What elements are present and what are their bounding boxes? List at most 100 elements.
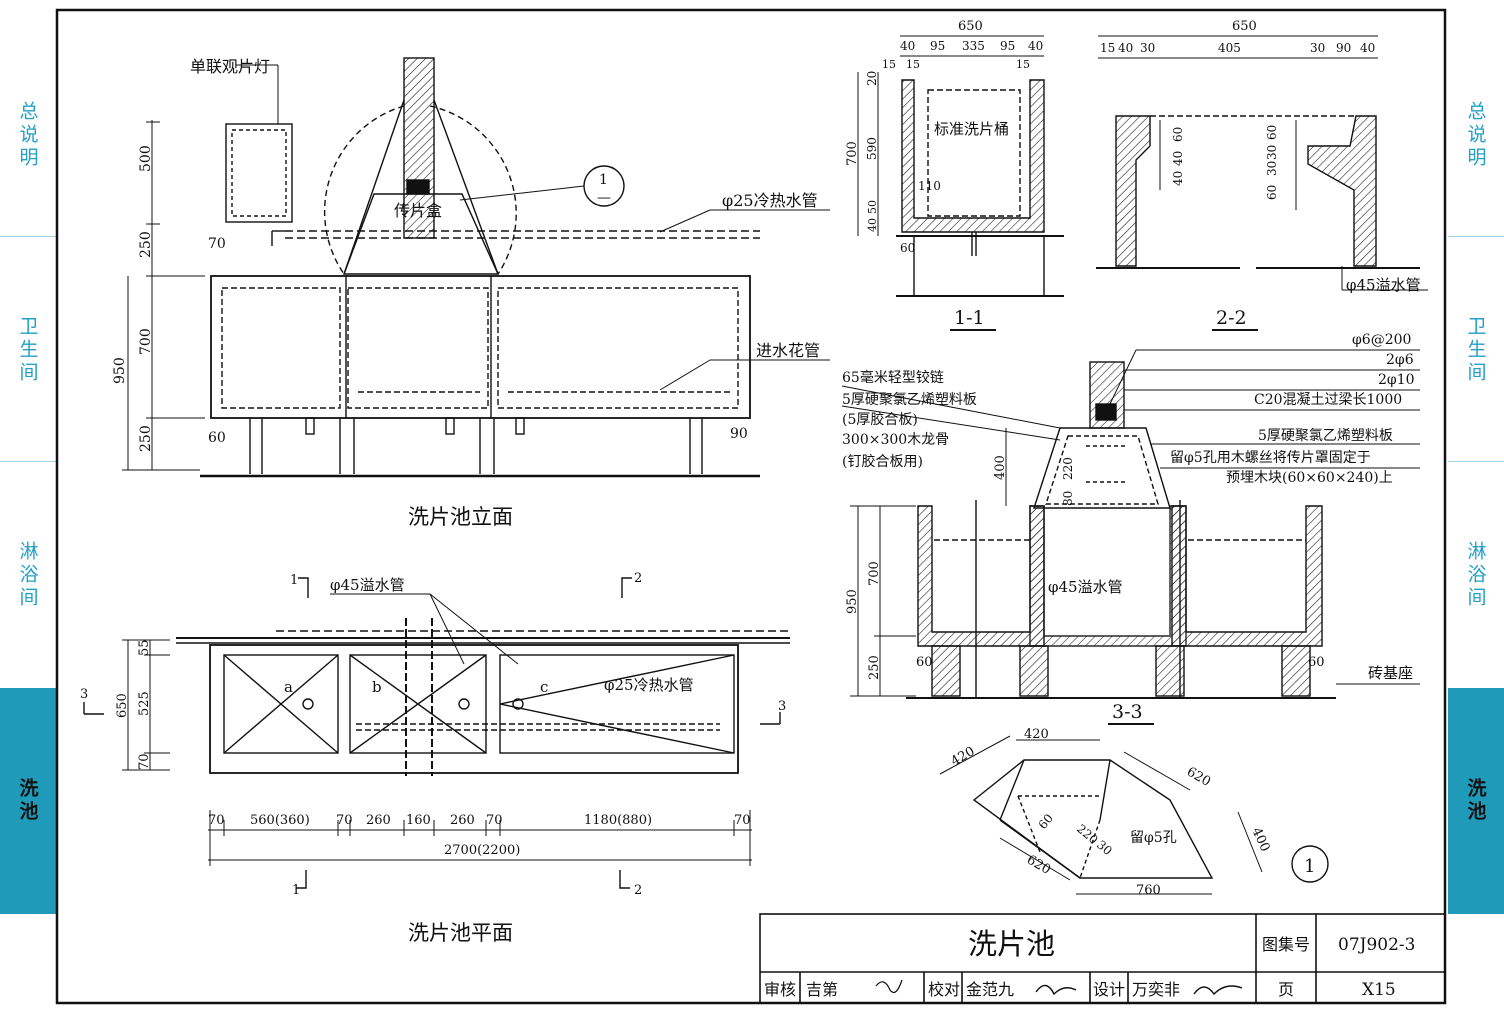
d1-dim-420b: 420 <box>1024 727 1049 742</box>
plan-view <box>83 577 790 889</box>
s33-dim-400: 400 <box>993 455 1008 480</box>
side-tab-general-right[interactable]: 总说明 <box>1464 100 1487 170</box>
s33-overflow-label: φ45溢水管 <box>1048 578 1123 596</box>
plan-section-mark-1b: 1 <box>292 883 300 898</box>
s33-label-rebar1: φ6@200 <box>1352 332 1411 348</box>
plan-dim-b8: 70 <box>734 813 751 828</box>
s33-dim-700: 700 <box>867 561 882 586</box>
s22-dim-r60b: 60 <box>1265 185 1279 200</box>
s11-dim-40a: 40 <box>900 39 915 53</box>
d1-dim-620b: 620 <box>1024 852 1053 877</box>
reviewer-name: 吉第 <box>806 980 838 999</box>
side-tab-general[interactable]: 总说明 <box>16 100 39 170</box>
atlas-label: 图集号 <box>1262 935 1310 954</box>
checker-name: 金范九 <box>966 980 1014 999</box>
elev-dim-60: 60 <box>208 430 226 446</box>
s22-dim-90: 90 <box>1336 41 1351 55</box>
side-tab-toilet-right[interactable]: 卫生间 <box>1464 315 1487 385</box>
plan-dim-total: 2700(2200) <box>444 843 520 858</box>
d1-dim-420a: 420 <box>949 744 978 769</box>
side-tab-shower[interactable]: 淋浴间 <box>16 540 39 610</box>
elev-dim-70: 70 <box>208 236 226 252</box>
right-side-tabs: 总说明 卫生间 淋浴间 洗池 <box>1448 0 1504 1014</box>
plan-dim-b0: 70 <box>208 813 225 828</box>
elevation-pipe-label: φ25冷热水管 <box>722 191 818 210</box>
section-1-1 <box>857 35 1064 297</box>
section-2-2 <box>1096 35 1428 291</box>
s11-dim-50: 50 <box>866 200 879 214</box>
basin-b: b <box>372 678 382 696</box>
plan-dim-b4: 160 <box>406 813 431 828</box>
plan-dim-b3: 260 <box>366 813 391 828</box>
elev-dim-90: 90 <box>730 426 748 442</box>
s33-dim-220: 220 <box>1061 457 1075 480</box>
lamp-label: 单联观片灯 <box>190 57 270 76</box>
plan-dim-b1: 560(360) <box>250 813 310 828</box>
plan-dim-b5: 260 <box>450 813 475 828</box>
elev-dim-250a: 250 <box>138 231 154 258</box>
s33-label-keel: 300×300木龙骨 <box>842 432 949 448</box>
plan-dim-650: 650 <box>115 693 130 718</box>
elev-dim-500: 500 <box>138 145 154 172</box>
d1-dim-760: 760 <box>1136 883 1161 898</box>
designer-name: 万奕非 <box>1132 980 1180 999</box>
s22-dim-l60: 60 <box>1171 127 1185 142</box>
s33-label-screw: 留φ5孔用木螺丝将传片罩固定于 <box>1170 450 1371 466</box>
plan-section-mark-2: 2 <box>634 571 642 586</box>
plan-dim-55: 55 <box>137 639 152 656</box>
page-label: 页 <box>1278 980 1294 999</box>
s33-label-block: 预埋木块(60×60×240)上 <box>1226 470 1393 486</box>
s22-dim-15: 15 <box>1100 41 1115 55</box>
s11-dim-700: 700 <box>845 141 860 166</box>
s11-dim-590: 590 <box>865 137 879 160</box>
s11-dim-15a: 15 <box>882 58 896 71</box>
s11-dim-95a: 95 <box>930 39 945 53</box>
plan-dim-b7: 1180(880) <box>584 813 652 828</box>
section22-title: 2-2 <box>1216 307 1247 329</box>
section-3-3 <box>841 349 1420 699</box>
left-side-tabs: 总说明 卫生间 淋浴间 洗池 <box>0 0 56 1014</box>
plan-section-mark-3b: 3 <box>778 699 786 714</box>
s33-label-rebar2: 2φ6 <box>1386 352 1414 368</box>
s22-dim-r60a: 60 <box>1265 125 1279 140</box>
plan-dim-b6: 70 <box>486 813 503 828</box>
section11-label: 标准洗片桶 <box>934 120 1009 138</box>
s22-dim-l40a: 40 <box>1171 171 1185 186</box>
d1-dim-400: 400 <box>1248 825 1272 854</box>
detail-marker: 1 <box>1304 856 1315 877</box>
s22-dim-r30b: 30 <box>1265 161 1279 176</box>
s11-dim-40b: 40 <box>1028 39 1043 53</box>
s22-dim-40b: 40 <box>1360 41 1375 55</box>
design-label: 设计 <box>1093 980 1125 999</box>
elevation-title: 洗片池立面 <box>408 505 513 529</box>
plan-section-mark-2b: 2 <box>634 883 642 898</box>
check-label: 校对 <box>928 980 960 999</box>
side-tab-toilet[interactable]: 卫生间 <box>16 315 39 385</box>
s11-dim-95b: 95 <box>1000 39 1015 53</box>
s33-label-rebar3: 2φ10 <box>1378 372 1415 388</box>
d1-hole-label: 留φ5孔 <box>1130 830 1177 846</box>
side-tab-sink-right-active[interactable]: 洗池 <box>1448 688 1504 914</box>
s33-label-pvc-right: 5厚硬聚氯乙烯塑料板 <box>1258 428 1393 444</box>
side-tab-sink-active[interactable]: 洗池 <box>0 688 56 914</box>
s22-dim-r30a: 30 <box>1265 145 1279 160</box>
d1-dim-620a: 620 <box>1184 764 1213 789</box>
s22-dim-650: 650 <box>1232 19 1257 34</box>
inlet-pipe-label: 进水花管 <box>756 341 820 360</box>
plan-dim-70: 70 <box>137 753 152 770</box>
section33-title: 3-3 <box>1112 701 1143 723</box>
d1-dim-220: 220 <box>1074 822 1101 847</box>
section-mark-top: 1 <box>599 172 608 188</box>
transfer-box-label: 传片盒 <box>394 201 442 220</box>
side-tab-shower-right[interactable]: 淋浴间 <box>1464 540 1487 610</box>
plan-pipe-label: φ25冷热水管 <box>604 676 694 694</box>
review-label: 审核 <box>764 980 796 999</box>
s33-dim-250: 250 <box>867 655 882 680</box>
s11-dim-335: 335 <box>962 39 985 53</box>
s11-dim-20: 20 <box>865 71 879 86</box>
s11-dim-60: 60 <box>900 241 915 255</box>
s33-label-pvc: 5厚硬聚氯乙烯塑料板 <box>842 392 977 408</box>
section11-title: 1-1 <box>954 307 985 329</box>
plan-title: 洗片池平面 <box>408 921 513 945</box>
